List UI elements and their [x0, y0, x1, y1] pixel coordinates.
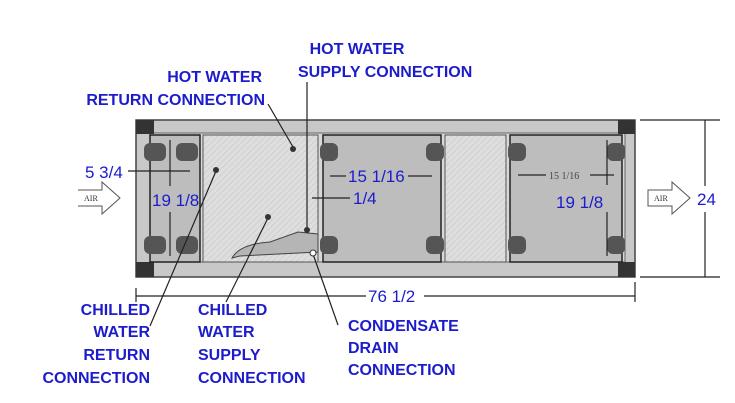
svg-text:SUPPLY CONNECTION: SUPPLY CONNECTION	[298, 64, 472, 81]
corner-block	[618, 120, 635, 134]
svg-text:RETURN: RETURN	[83, 347, 150, 364]
hot-water-supply-point	[304, 227, 310, 233]
dim-filter-depth: 5 3/4	[85, 163, 123, 182]
dim-left-height: 19 1/8	[152, 191, 199, 210]
svg-text:SUPPLY: SUPPLY	[198, 347, 261, 364]
dim-overall-height: 24	[697, 190, 716, 209]
dim-gap: 1/4	[353, 189, 377, 208]
label-chilled-water-supply: CHILLED WATER SUPPLY CONNECTION	[198, 302, 306, 387]
svg-text:CHILLED: CHILLED	[198, 302, 267, 319]
hot-water-return-point	[290, 146, 296, 152]
connection-leaders	[149, 82, 339, 327]
overall-height-dimension	[640, 119, 720, 278]
dim-mid-width: 15 1/16	[348, 167, 405, 186]
air-inlet-arrow: AIR	[78, 180, 121, 216]
svg-text:CONDENSATE: CONDENSATE	[348, 318, 459, 335]
svg-text:HOT WATER: HOT WATER	[167, 69, 262, 86]
svg-text:CONNECTION: CONNECTION	[348, 362, 456, 379]
svg-text:CONNECTION: CONNECTION	[198, 370, 306, 387]
svg-text:AIR: AIR	[654, 194, 668, 203]
svg-text:HOT WATER: HOT WATER	[310, 41, 405, 58]
svg-text:WATER: WATER	[93, 324, 150, 341]
svg-text:RETURN CONNECTION: RETURN CONNECTION	[86, 92, 265, 109]
label-chilled-water-return: CHILLED WATER RETURN CONNECTION	[42, 302, 150, 387]
svg-text:DRAIN: DRAIN	[348, 340, 399, 357]
dim-right-width: 15 1/16	[549, 171, 579, 182]
label-hot-water-return: HOT WATER RETURN CONNECTION	[86, 69, 265, 109]
filter-section-1	[144, 134, 201, 263]
drain-pan	[230, 231, 319, 259]
air-outlet-arrow: AIR	[647, 180, 691, 216]
label-hot-water-supply: HOT WATER SUPPLY CONNECTION	[298, 41, 472, 81]
dim-right-height: 19 1/8	[556, 193, 603, 212]
svg-text:WATER: WATER	[198, 324, 255, 341]
corner-block	[136, 120, 154, 134]
chilled-water-return-point	[213, 167, 219, 173]
blank-section	[444, 134, 507, 263]
svg-text:CONNECTION: CONNECTION	[42, 370, 150, 387]
corner-block	[618, 262, 635, 277]
svg-text:AIR: AIR	[84, 194, 98, 203]
condensate-drain-point	[309, 249, 317, 257]
svg-text:CHILLED: CHILLED	[81, 302, 150, 319]
filter-section-3	[508, 134, 625, 263]
chilled-water-supply-point	[265, 214, 271, 220]
dim-overall-length: 76 1/2	[368, 287, 415, 306]
label-condensate-drain: CONDENSATE DRAIN CONNECTION	[348, 318, 459, 379]
corner-block	[136, 262, 154, 277]
